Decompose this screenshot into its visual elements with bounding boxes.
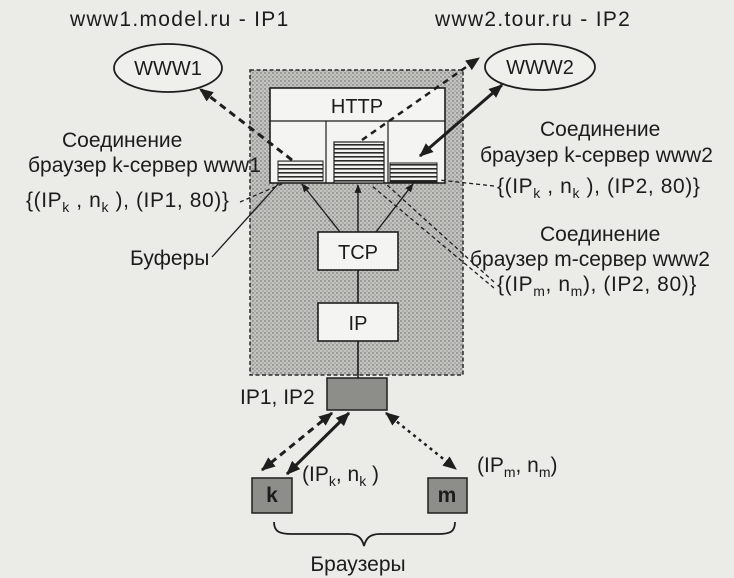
- socket-part: , n: [336, 463, 359, 486]
- http-layer: HTTP: [269, 87, 446, 184]
- tcp-layer: TCP: [317, 231, 399, 271]
- tcp-to-buffer-arrow: [301, 183, 341, 233]
- browsers-group-label: Браузеры: [310, 553, 405, 576]
- www1-node: WWW1: [113, 43, 223, 93]
- www1-ellipse: [113, 43, 223, 93]
- socket-pair-subscript: m: [533, 283, 545, 299]
- socket-part: (IP: [302, 463, 329, 486]
- connection-m-www2-label: Соединение браузер m-сервер www2 {(IPm, …: [470, 223, 710, 299]
- browser-m-box: [427, 477, 468, 514]
- connection-description: браузер m-сервер www2: [470, 248, 710, 271]
- socket-pair: {(IPk , nk ), (IP2, 80)}: [497, 175, 701, 201]
- browser-k-box: [251, 477, 293, 514]
- socket-pair-subscript: k: [62, 199, 70, 215]
- buffers-label: Буферы: [130, 247, 209, 270]
- tcp-to-buffer-arrow: [375, 183, 414, 233]
- buffer-k-www2: [389, 162, 438, 183]
- browser-m-label: m: [438, 484, 457, 507]
- socket-pair-part: , n: [546, 273, 571, 296]
- connection-k-www1-arrow: [199, 87, 293, 162]
- buffer-k-www1: [277, 160, 324, 182]
- socket-pair-subscript: m: [571, 283, 583, 299]
- socket-pair-part: {(IP: [497, 273, 533, 296]
- socket-pair-part: ), (IP2, 80)}: [583, 273, 697, 296]
- browser-k-socket: (IPk, nk ): [302, 463, 379, 489]
- socket-subscript: k: [359, 473, 367, 489]
- buffers-leader-line: [211, 182, 280, 258]
- socket-pair-part: , n: [70, 189, 102, 212]
- socket-pair: {(IPk , nk ), (IP1, 80)}: [26, 189, 230, 215]
- socket-subscript: m: [539, 464, 551, 480]
- browser-k: k: [251, 477, 293, 514]
- socket-pair-part: {(IP: [26, 189, 62, 212]
- browser-m: m: [427, 477, 468, 514]
- socket-subscript: k: [329, 473, 337, 489]
- socket-part: , n: [516, 454, 539, 477]
- buffer-m-www2: [333, 141, 385, 184]
- www2-caption: www2.tour.ru - IP2: [434, 8, 631, 31]
- www1-caption: www1.model.ru - IP1: [69, 8, 290, 31]
- browser-k-label: k: [266, 484, 278, 507]
- connection-description: браузер k-сервер www2: [480, 144, 713, 167]
- socket-part: (IP: [477, 454, 504, 477]
- connection-description: браузер k-сервер www1: [28, 154, 261, 177]
- socket-pair-subscript: k: [572, 185, 580, 201]
- socket-pair-subscript: k: [533, 185, 541, 201]
- ip-layer: IP: [317, 302, 399, 342]
- browser-m-www2-link: [385, 412, 457, 470]
- browser-k-www2-link: [285, 411, 351, 476]
- connection-title: Соединение: [540, 223, 660, 246]
- connection-k-www1-label: Соединение браузер k-сервер www1 {(IPk ,…: [26, 129, 261, 215]
- connection-k-www2-arrow: [419, 83, 503, 158]
- socket-pair-subscript: k: [101, 199, 109, 215]
- browsers-brace: [273, 521, 456, 547]
- socket-pair-part: ), (IP2, 80)}: [580, 175, 700, 198]
- www1-label: WWW1: [134, 58, 202, 80]
- connection-k-www2-label: Соединение браузер k-сервер www2 {(IPk ,…: [480, 118, 713, 201]
- interface-addresses-label: IP1, IP2: [240, 386, 315, 409]
- socket-pair-m-www2-leader: [385, 183, 495, 283]
- www2-ellipse: [484, 43, 596, 91]
- socket-part: ): [366, 463, 379, 486]
- connection-title: Соединение: [62, 129, 182, 152]
- network-interface-box: [326, 377, 388, 411]
- socket-pair-part: {(IP: [497, 175, 533, 198]
- socket-subscript: m: [504, 464, 516, 480]
- socket-pair-k-www1-leader: [239, 182, 285, 203]
- socket-part: ): [551, 454, 558, 477]
- ip-label: IP: [349, 313, 368, 335]
- www2-node: WWW2: [484, 43, 596, 91]
- socket-pair: {(IPm, nm), (IP2, 80)}: [497, 273, 697, 299]
- http-label: HTTP: [331, 96, 383, 118]
- www2-label: WWW2: [506, 57, 574, 79]
- socket-pair-part: , n: [541, 175, 573, 198]
- socket-pair-k-www2-leader: [438, 179, 495, 187]
- browser-m-socket: (IPm, nm): [477, 454, 558, 480]
- socket-pair-m-www2-leader: [371, 185, 495, 289]
- socket-pair-part: ), (IP1, 80)}: [109, 189, 229, 212]
- connection-title: Соединение: [540, 118, 660, 141]
- tcp-label: TCP: [338, 242, 378, 264]
